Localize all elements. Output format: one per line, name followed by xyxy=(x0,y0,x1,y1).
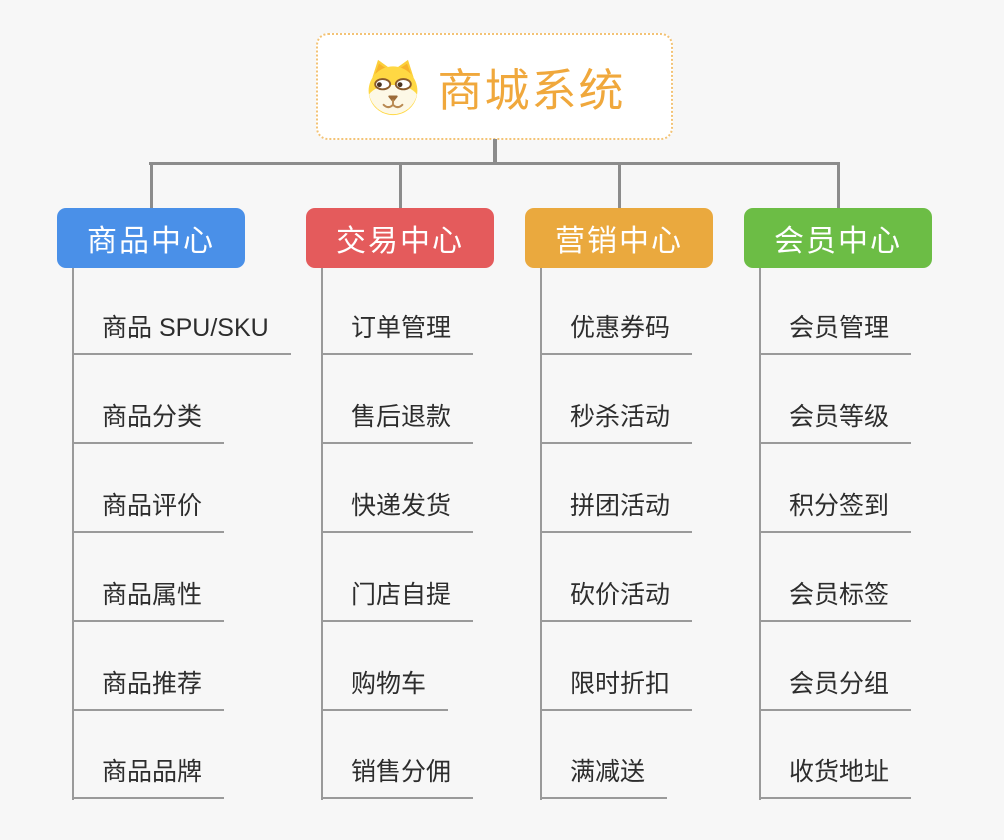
child-node-label: 秒杀活动 xyxy=(570,403,671,431)
child-node[interactable]: 商品品牌 xyxy=(72,745,225,799)
branch-vline-3 xyxy=(540,268,542,800)
child-node[interactable]: 购物车 xyxy=(321,657,449,711)
root-title: 商城系统 xyxy=(437,65,626,116)
child-node-label: 商品分类 xyxy=(102,403,203,431)
child-node-label: 商品品牌 xyxy=(102,758,203,786)
branch-vline-1 xyxy=(72,268,74,800)
root-node[interactable]: 商城系统 xyxy=(316,33,673,140)
child-node-label: 会员管理 xyxy=(789,314,890,342)
child-node-label: 销售分佣 xyxy=(351,758,452,786)
child-node-label: 商品评价 xyxy=(102,492,203,520)
child-node-label: 会员分组 xyxy=(789,670,890,698)
child-node-label: 优惠券码 xyxy=(570,314,671,342)
child-node-label: 积分签到 xyxy=(789,492,890,520)
child-node[interactable]: 门店自提 xyxy=(321,568,474,622)
child-node[interactable]: 限时折扣 xyxy=(540,657,693,711)
child-node-label: 拼团活动 xyxy=(570,492,671,520)
child-node[interactable]: 会员等级 xyxy=(759,390,912,444)
child-node[interactable]: 会员分组 xyxy=(759,657,912,711)
child-node-label: 限时折扣 xyxy=(570,670,671,698)
child-node-label: 满减送 xyxy=(570,758,646,786)
branch-vline-4 xyxy=(759,268,761,800)
branch-node-1[interactable]: 商品中心 xyxy=(57,208,245,268)
branch-label: 会员中心 xyxy=(774,225,902,258)
branch-node-2[interactable]: 交易中心 xyxy=(306,208,494,268)
child-node-label: 门店自提 xyxy=(351,581,452,609)
child-node[interactable]: 会员标签 xyxy=(759,568,912,622)
child-node-label: 售后退款 xyxy=(351,403,452,431)
connector-drop-2 xyxy=(398,162,402,208)
child-node-label: 收货地址 xyxy=(789,758,890,786)
child-node[interactable]: 满减送 xyxy=(540,745,668,799)
branch-label: 交易中心 xyxy=(336,225,464,258)
branch-label: 营销中心 xyxy=(555,225,683,258)
child-node[interactable]: 砍价活动 xyxy=(540,568,693,622)
child-node[interactable]: 拼团活动 xyxy=(540,479,693,533)
branch-label: 商品中心 xyxy=(87,225,215,258)
child-node[interactable]: 售后退款 xyxy=(321,390,474,444)
child-node[interactable]: 商品属性 xyxy=(72,568,225,622)
child-node[interactable]: 商品 SPU/SKU xyxy=(72,301,291,355)
child-node[interactable]: 会员管理 xyxy=(759,301,912,355)
child-node-label: 商品推荐 xyxy=(102,670,203,698)
child-node-label: 会员标签 xyxy=(789,581,890,609)
child-node[interactable]: 收货地址 xyxy=(759,745,912,799)
child-node-label: 购物车 xyxy=(351,670,427,698)
branch-node-4[interactable]: 会员中心 xyxy=(744,208,932,268)
child-node-label: 砍价活动 xyxy=(570,581,671,609)
child-node-label: 订单管理 xyxy=(351,314,452,342)
connector-drop-3 xyxy=(617,162,621,208)
child-node[interactable]: 销售分佣 xyxy=(321,745,474,799)
child-node-label: 快递发货 xyxy=(351,492,452,520)
child-node-label: 商品 SPU/SKU xyxy=(102,314,269,342)
child-node[interactable]: 商品推荐 xyxy=(72,657,225,711)
child-node-label: 会员等级 xyxy=(789,403,890,431)
child-node[interactable]: 秒杀活动 xyxy=(540,390,693,444)
child-node-label: 商品属性 xyxy=(102,581,203,609)
connector-drop-1 xyxy=(149,162,153,208)
child-node[interactable]: 优惠券码 xyxy=(540,301,693,355)
branch-vline-2 xyxy=(321,268,323,800)
branch-node-3[interactable]: 营销中心 xyxy=(525,208,713,268)
child-node[interactable]: 订单管理 xyxy=(321,301,474,355)
child-node[interactable]: 积分签到 xyxy=(759,479,912,533)
connector-bus xyxy=(149,162,839,165)
shiba-dog-icon xyxy=(369,59,418,115)
child-node[interactable]: 商品分类 xyxy=(72,390,225,444)
connector-drop-4 xyxy=(836,162,840,208)
child-node[interactable]: 快递发货 xyxy=(321,479,474,533)
connector-root-stub xyxy=(493,139,497,165)
child-node[interactable]: 商品评价 xyxy=(72,479,225,533)
